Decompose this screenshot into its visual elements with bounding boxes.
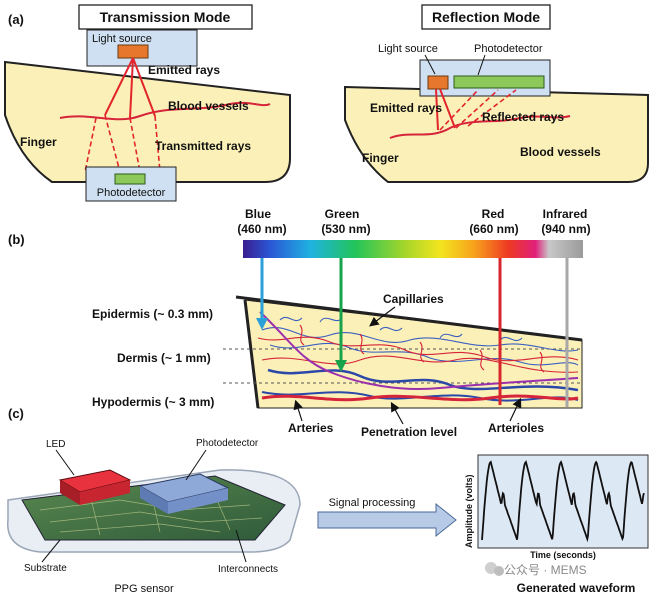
wl-green-nm: (530 nm) (321, 222, 370, 236)
penetration-level-label: Penetration level (361, 425, 457, 439)
wl-blue-nm: (460 nm) (237, 222, 286, 236)
detector-chip (114, 173, 146, 185)
panel-c-tag: (c) (8, 406, 24, 421)
ppg-waveform (481, 460, 645, 543)
wl-red-nm: (660 nm) (469, 222, 518, 236)
photodetector-label-r: Photodetector (474, 43, 543, 55)
dermis-label: Dermis (~ 1 mm) (117, 351, 211, 365)
waveform-label: Generated waveform (517, 581, 636, 595)
emitted-rays-label: Emitted rays (148, 63, 220, 77)
skin-surface (235, 295, 583, 342)
wl-blue-name: Blue (245, 207, 271, 221)
arteriole-network (257, 324, 579, 402)
panel-b-tag: (b) (8, 232, 25, 247)
substrate-label: Substrate (24, 563, 67, 574)
y-axis-label: Amplitude (volts) (464, 474, 474, 548)
transmitted-rays-label: Transmitted rays (155, 139, 251, 153)
light-source-label-r: Light source (378, 43, 438, 55)
penetration-curve (259, 311, 579, 391)
finger-label-r: Finger (362, 151, 399, 165)
blood-vessels-label: Blood vessels (168, 99, 249, 113)
emitter-chip (117, 44, 149, 59)
blood-vessel-line (59, 101, 271, 121)
reflection-title-box (421, 4, 551, 30)
arterioles-label: Arterioles (488, 421, 544, 435)
transmission-mode: Transmission Mode Light source Emitted r… (4, 4, 291, 202)
watermark: 公众号 · MEMS (485, 562, 587, 577)
light-source-label: Light source (92, 33, 152, 45)
wavelength-labels: Blue (460 nm) Green (530 nm) Red (660 nm… (237, 207, 590, 236)
ppg-sensor-illustration: LED Photodetector Substrate Interconnect… (7, 438, 301, 595)
emitter-chip-r (427, 75, 449, 90)
hypodermis-label: Hypodermis (~ 3 mm) (92, 395, 214, 409)
detector-chip-r (453, 75, 545, 89)
interconnects-label: Interconnects (218, 564, 278, 575)
x-axis-label: Time (seconds) (530, 550, 596, 560)
wl-green-name: Green (325, 207, 360, 221)
wl-infrared-nm: (940 nm) (541, 222, 590, 236)
blood-vessel-line-r (389, 115, 571, 139)
wl-infrared-name: Infrared (543, 207, 588, 221)
capillaries-label: Capillaries (383, 292, 444, 306)
emitted-rays-label-r: Emitted rays (370, 101, 442, 115)
reflected-rays-label: Reflected rays (482, 110, 564, 124)
photodetector-label: Photodetector (97, 187, 166, 199)
panel-a-tag: (a) (8, 12, 24, 27)
signal-processing-arrow (317, 502, 457, 538)
spectrum-bar (243, 240, 583, 258)
finger-label: Finger (20, 135, 57, 149)
finger-transmission (4, 60, 291, 183)
reflection-title: Reflection Mode (432, 9, 540, 25)
transmission-title: Transmission Mode (100, 9, 231, 25)
arteries-label: Arteries (288, 421, 334, 435)
watermark-text: 公众号 · MEMS (504, 563, 587, 577)
ppg-sensor-label: PPG sensor (114, 583, 174, 595)
blood-vessels-label-r: Blood vessels (520, 145, 601, 159)
led-label: LED (46, 439, 65, 450)
photodetector-label-c: Photodetector (196, 438, 259, 449)
reflection-mode: Reflection Mode Light source Photodetect… (344, 4, 649, 183)
signal-processing-label: Signal processing (329, 497, 416, 509)
finger-reflection (344, 85, 649, 183)
wl-red-name: Red (482, 207, 505, 221)
epidermis-label: Epidermis (~ 0.3 mm) (92, 307, 213, 321)
skin-cross-section (244, 299, 583, 409)
transmission-title-box (78, 4, 253, 30)
